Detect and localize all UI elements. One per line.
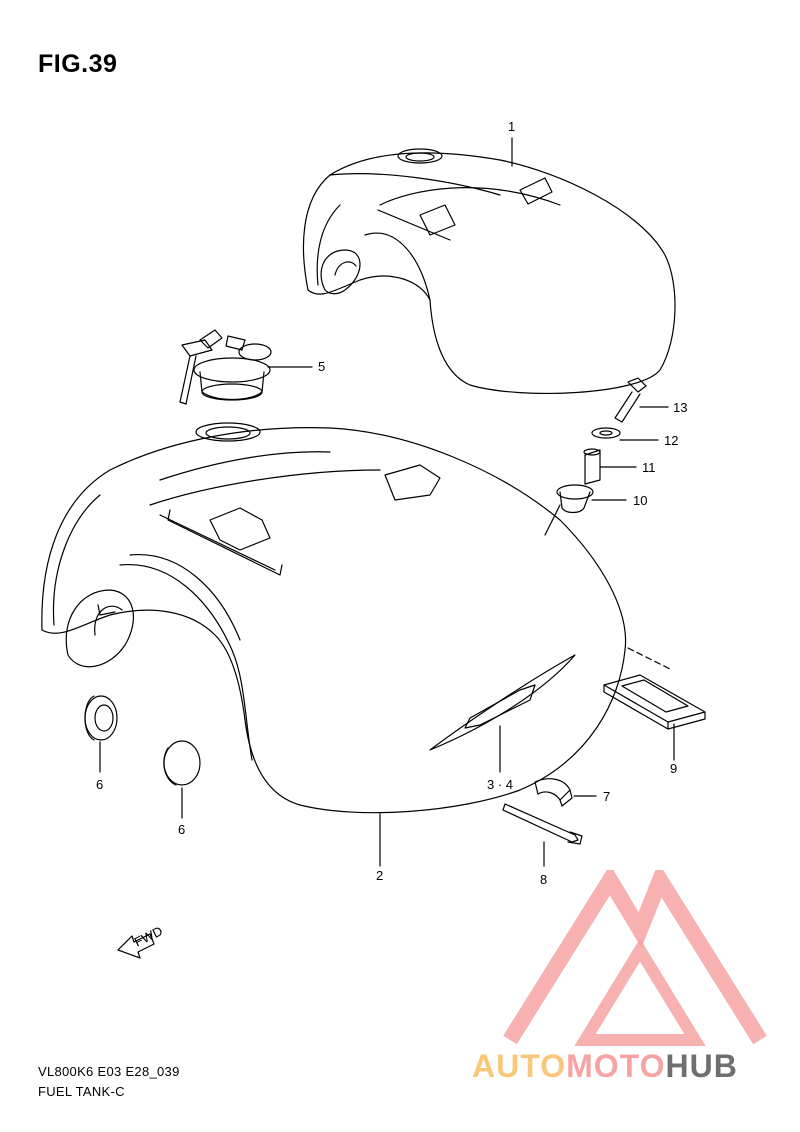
watermark-auto: AUTO — [472, 1048, 567, 1084]
callout-1: 1 — [508, 119, 515, 134]
mounting-hardware-drawing — [556, 377, 669, 514]
figure-title: FIG.39 — [38, 50, 118, 78]
plug-drawings — [84, 695, 201, 819]
fuel-tank-main-drawing — [41, 422, 627, 867]
callout-11: 11 — [642, 460, 656, 475]
watermark-wordmark: AUTOMOTOHUB — [472, 1048, 738, 1085]
model-code: VL800K6 E03 E28_039 — [38, 1064, 180, 1079]
callout-7: 7 — [603, 789, 610, 804]
callout-8: 8 — [540, 872, 547, 887]
clamp-drawing — [534, 778, 597, 807]
callout-6a: 6 — [96, 777, 103, 792]
watermark-logo-icon — [503, 870, 767, 1046]
fuel-tank-upper-drawing — [302, 137, 676, 394]
forward-arrow-icon — [117, 933, 155, 959]
callout-2: 2 — [376, 868, 383, 883]
band-drawing — [502, 803, 583, 867]
callout-6b: 6 — [178, 822, 185, 837]
watermark-moto: MOTO — [566, 1048, 666, 1084]
callout-3-4: 3 · 4 — [487, 777, 513, 792]
callout-10: 10 — [633, 493, 647, 508]
callout-13: 13 — [673, 400, 687, 415]
cushion-drawing — [603, 647, 706, 761]
watermark-hub: HUB — [665, 1048, 738, 1084]
callout-12: 12 — [664, 433, 678, 448]
callout-5: 5 — [318, 359, 325, 374]
callout-9: 9 — [670, 761, 677, 776]
fuel-cap-drawing — [179, 329, 313, 405]
group-name: FUEL TANK-C — [38, 1084, 125, 1099]
